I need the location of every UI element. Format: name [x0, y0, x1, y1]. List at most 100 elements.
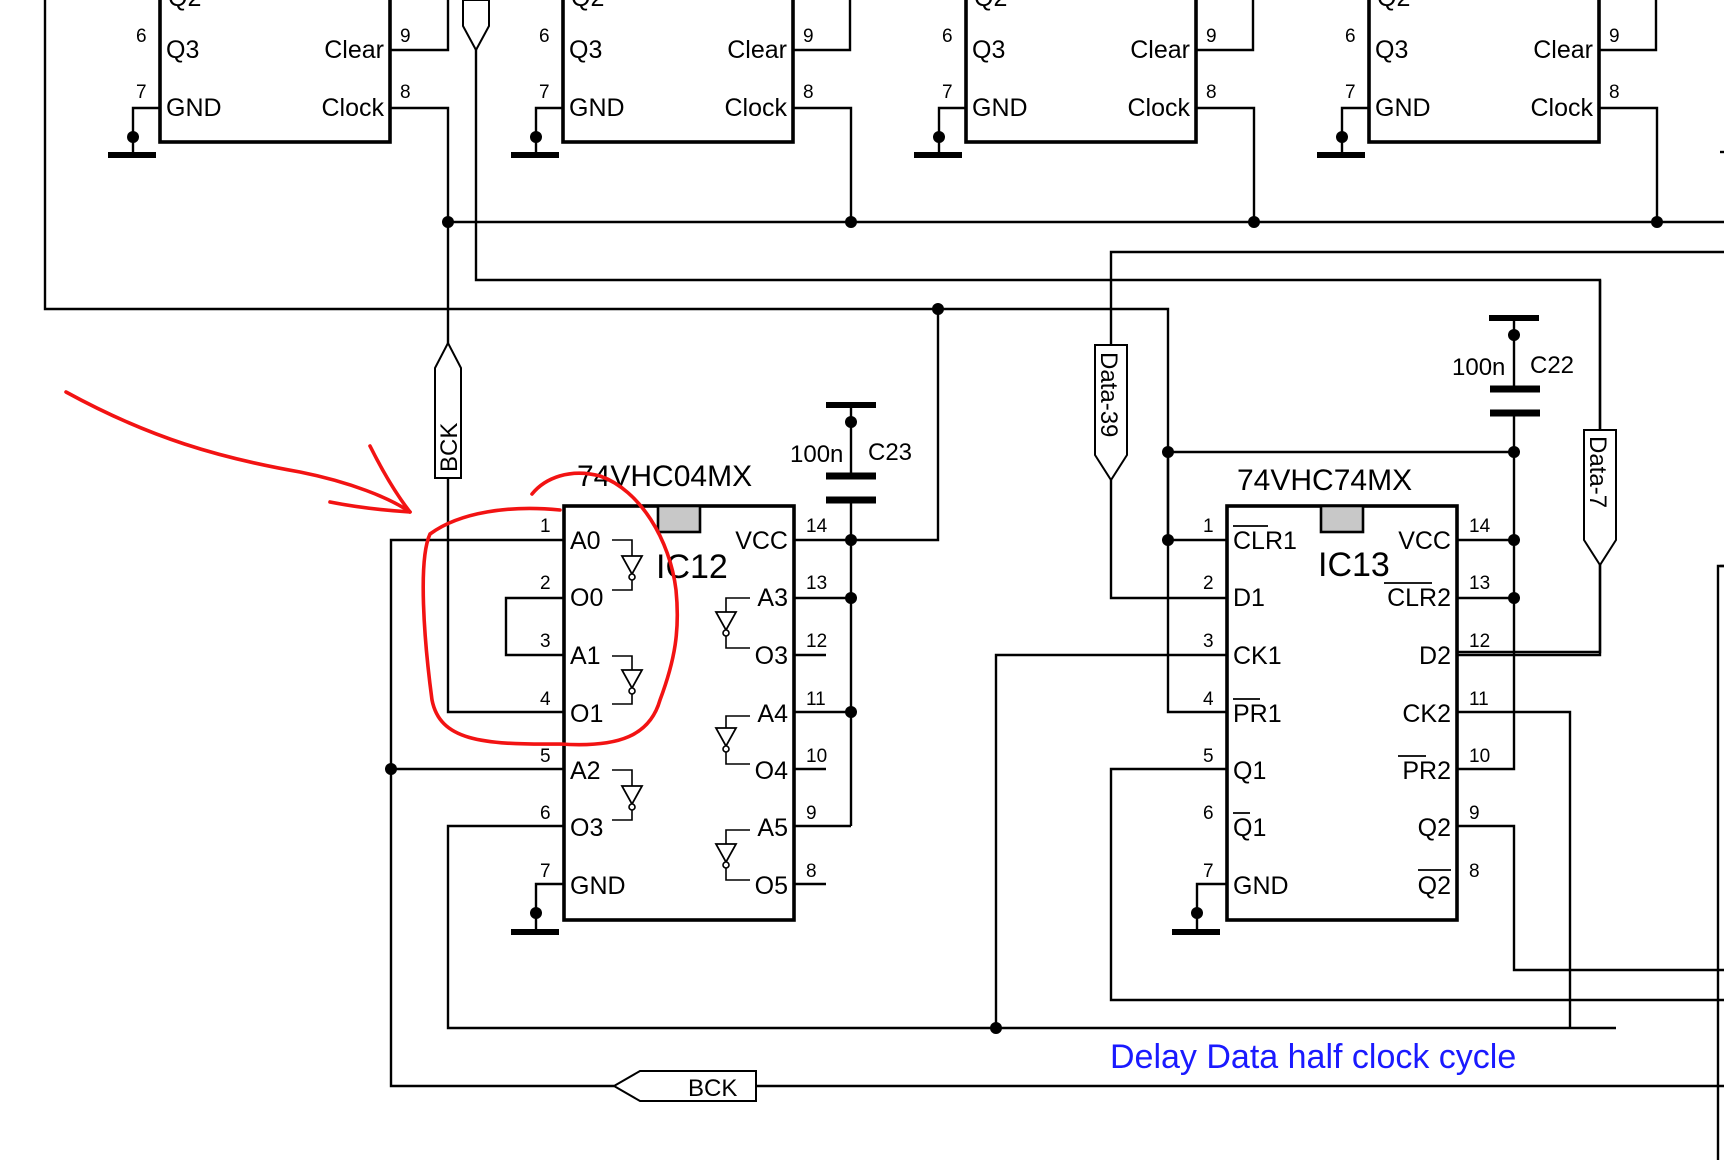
pin-label: GND [1375, 94, 1431, 122]
pin-label: O3 [755, 642, 788, 670]
inverter-gate-icon [612, 655, 644, 705]
pin-number: 7 [942, 82, 953, 103]
pin-label: VCC [1398, 527, 1451, 555]
pin-label: Clear [1130, 36, 1190, 64]
data7-label: Data-7 [1584, 436, 1611, 508]
pin-label: GND [1233, 872, 1289, 900]
data39-label: Data-39 [1095, 352, 1122, 437]
inverter-gate-icon [714, 715, 750, 765]
pin-label: VCC [735, 527, 788, 555]
pin-label: O0 [570, 584, 603, 612]
ic13-wires [990, 250, 1724, 1034]
cut-label: Q2 [974, 0, 1007, 12]
pin-label: PR2 [1402, 757, 1451, 785]
ic13-part-number: 74VHC74MX [1237, 464, 1412, 497]
pin-label: Clock [1530, 94, 1593, 122]
ic12-inverter: 74VHC04MX IC12 A0 O0 A1 O1 A2 O3 GND 1 2… [540, 460, 828, 922]
top-chip-2-pins: Q3 GND Clear Clock 6 7 9 8 [539, 26, 814, 122]
pin-number: 14 [806, 516, 828, 537]
top-chip-2 [561, 0, 795, 144]
top-chip-4 [1367, 0, 1601, 144]
pin-label: A4 [757, 700, 788, 728]
pin-label: Q1 [1233, 814, 1266, 842]
pin-label: D2 [1419, 642, 1451, 670]
c22-value: 100n [1452, 354, 1505, 381]
pin-number: 6 [540, 803, 551, 824]
pin-number: 7 [1203, 861, 1214, 882]
pin-label: Q3 [1375, 36, 1408, 64]
bck-label: BCK [436, 423, 463, 472]
red-markup [64, 390, 680, 747]
pin-number: 9 [806, 803, 817, 824]
pin-number: 2 [540, 573, 551, 594]
top-chip-3 [964, 0, 1198, 144]
cut-label: Q2 [571, 0, 604, 12]
pin-number: 6 [942, 26, 953, 47]
pin-number: 14 [1469, 516, 1491, 537]
pin-label: Q3 [166, 36, 199, 64]
pin-number: 10 [1469, 746, 1490, 767]
pin-label: GND [570, 872, 626, 900]
pin-label: GND [166, 94, 222, 122]
pin-number: 7 [1345, 82, 1356, 103]
pin-label: Q3 [569, 36, 602, 64]
top-chip-1-pins: Q3 GND Clear Clock 6 7 9 8 [136, 26, 411, 122]
pin-number: 9 [1469, 803, 1480, 824]
pin-label: CK2 [1402, 700, 1451, 728]
pin-number: 6 [136, 26, 147, 47]
pin-label: CK1 [1233, 642, 1282, 670]
pin-number: 13 [1469, 573, 1490, 594]
pin-number: 1 [540, 516, 551, 537]
pin-label: Q3 [972, 36, 1005, 64]
ic13-flipflop: 74VHC74MX IC13 CLR1 D1 CK1 PR1 Q1 Q1 GND… [1203, 464, 1491, 922]
pin-number: 6 [539, 26, 550, 47]
pin-label: CLR2 [1387, 584, 1451, 612]
cut-label: Q2 [168, 0, 201, 12]
red-circle-icon [421, 471, 680, 747]
pin-label: A2 [570, 757, 601, 785]
ic13-notch [1319, 504, 1365, 534]
pin-number: 9 [803, 26, 814, 47]
pin-number: 2 [1203, 573, 1214, 594]
pin-number: 9 [1206, 26, 1217, 47]
ic13-reference: IC13 [1318, 546, 1390, 584]
bck-net-flag-horizontal: BCK [611, 1070, 1724, 1102]
pin-number: 9 [1609, 26, 1620, 47]
pin-label: A1 [570, 642, 601, 670]
bck-label: BCK [688, 1075, 737, 1102]
pin-label: GND [569, 94, 625, 122]
pin-number: 4 [540, 689, 551, 710]
ic12-notch [656, 504, 702, 534]
c23-value: 100n [790, 441, 843, 468]
pin-number: 11 [806, 689, 826, 710]
pin-number: 12 [1469, 631, 1490, 652]
pin-number: 9 [400, 26, 411, 47]
pin-number: 12 [806, 631, 827, 652]
top-chip-3-pins: Q3 GND Clear Clock 6 7 9 8 [942, 26, 1217, 122]
pin-label: Clock [724, 94, 787, 122]
pin-label: O5 [755, 872, 788, 900]
pin-label: A5 [757, 814, 788, 842]
pin-label: Clear [1533, 36, 1593, 64]
bck-net-flag-vertical: BCK [434, 340, 463, 479]
inverter-gate-icon [612, 539, 644, 591]
pin-number: 6 [1203, 803, 1214, 824]
cut-label: Q2 [1377, 0, 1410, 12]
top-chip-4-pins: Q3 GND Clear Clock 6 7 9 8 [1345, 26, 1620, 122]
pin-number: 10 [806, 746, 827, 767]
inverter-gate-icon [714, 597, 750, 649]
pin-label: A0 [570, 527, 601, 555]
pin-number: 4 [1203, 689, 1214, 710]
pin-label: GND [972, 94, 1028, 122]
pin-label: Q2 [1418, 814, 1451, 842]
pin-label: O1 [570, 700, 603, 728]
pin-number: 11 [1469, 689, 1489, 710]
pin-number: 8 [1469, 861, 1480, 882]
c22-reference: C22 [1530, 352, 1574, 379]
pin-label: Clear [727, 36, 787, 64]
pin-label: PR1 [1233, 700, 1282, 728]
pin-label: Q1 [1233, 757, 1266, 785]
pin-number: 1 [1203, 516, 1214, 537]
data7-net-flag: Data-7 [1583, 280, 1617, 567]
right-edge-wires [1716, 564, 1724, 1160]
